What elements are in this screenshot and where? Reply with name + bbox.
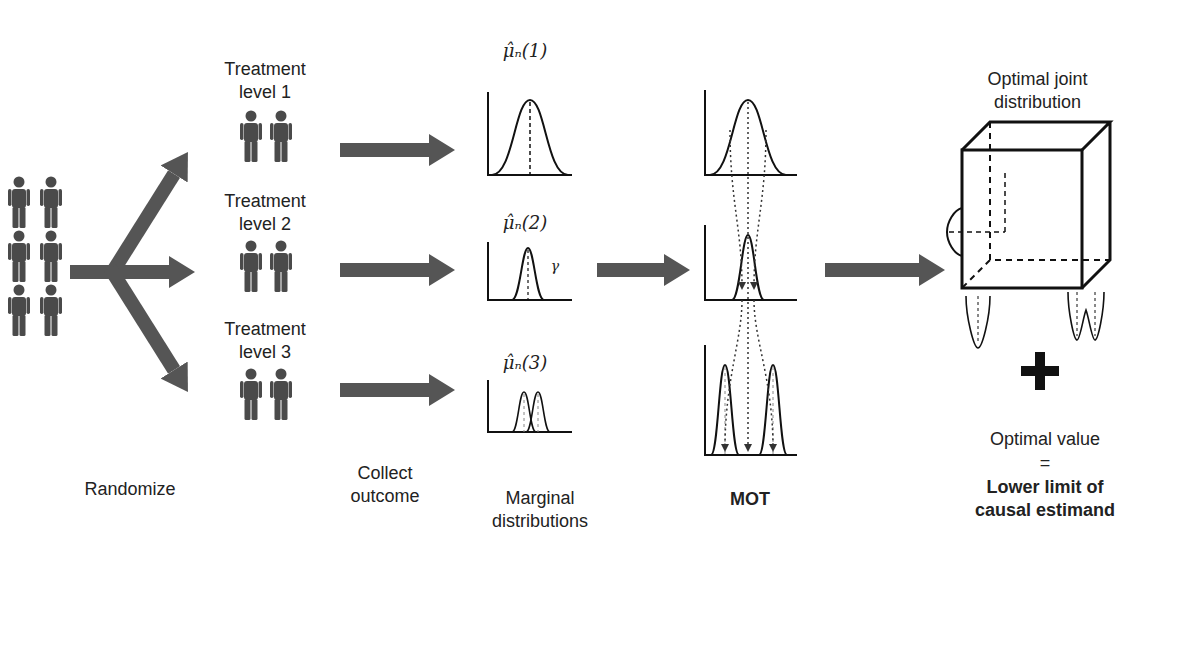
density-curve (1068, 292, 1104, 340)
mot-column: MOT (700, 85, 800, 510)
mean-line (538, 394, 539, 432)
symbol-label: γ (547, 258, 563, 276)
density-curve (526, 392, 550, 432)
node-text: μ̂ₙ(3) (503, 352, 548, 375)
transport-path (725, 300, 742, 448)
transport-path (747, 102, 749, 448)
marginal-plots (488, 92, 572, 432)
node-text: MOT (730, 488, 770, 511)
transport-path (730, 130, 742, 286)
person-icon (40, 177, 62, 229)
cube-edge (962, 122, 1110, 288)
marginal-plot: μ̂ₙ(3) (470, 352, 580, 437)
person-icon (270, 369, 292, 421)
mean-line (773, 367, 774, 455)
mean-line (529, 102, 531, 175)
person-icon (270, 111, 292, 163)
step-label: Marginal distributions (480, 487, 600, 532)
flow-arrow (597, 263, 664, 277)
person-icon (240, 369, 262, 421)
branch-arrow (110, 174, 174, 276)
plot-axes (488, 242, 572, 300)
mean-line (1004, 170, 1006, 232)
step-label: Collect outcome (335, 462, 435, 507)
plot-axes (705, 90, 797, 175)
plus-symbol (1021, 352, 1059, 390)
flow-arrow (340, 143, 429, 157)
transport-path (754, 300, 773, 448)
hidden-edge (962, 122, 1110, 288)
flow-arrow (825, 263, 919, 277)
treatment-people (240, 111, 292, 421)
result-label: Optimal value (960, 428, 1130, 451)
node-text: μ̂ₙ(1) (503, 40, 548, 63)
branch-arrow (110, 268, 174, 370)
node-text: Treatment level 1 (210, 58, 320, 103)
person-icon (240, 241, 262, 293)
person-icon (240, 111, 262, 163)
density-curve (492, 100, 568, 175)
treatment-group: Treatment level 2 (210, 190, 320, 298)
density-curve (711, 365, 739, 455)
result-label: = (1025, 452, 1065, 475)
density-curve (966, 296, 990, 348)
person-icon (8, 231, 30, 283)
cube-face (962, 150, 1082, 288)
mean-line (527, 250, 528, 300)
density-curve (759, 365, 787, 455)
branch-arrows (70, 174, 174, 370)
mean-line (949, 231, 1005, 233)
marginal-plot: μ̂ₙ(2) (470, 212, 580, 307)
density-curve (512, 248, 544, 300)
mean-line (1077, 292, 1078, 336)
treatment-group: Treatment level 1 (210, 58, 320, 168)
person-icon (40, 231, 62, 283)
marginal-plot: μ̂ₙ(1) (470, 40, 580, 180)
person-icon (8, 177, 30, 229)
node-text: μ̂ₙ(2) (503, 212, 548, 235)
flow-arrow (340, 383, 429, 397)
population-icons (8, 177, 62, 337)
plot-axes (488, 92, 572, 175)
mean-line (524, 394, 525, 432)
transport-paths (725, 102, 773, 448)
flow-arrow (340, 263, 429, 277)
node-text: Treatment level 2 (210, 190, 320, 235)
plot-axes (705, 225, 797, 300)
joint-distribution-node: Optimal joint distribution (945, 68, 1130, 353)
node-text: Treatment level 3 (210, 318, 320, 363)
mean-line (1095, 292, 1096, 336)
joint-distribution-cube (947, 122, 1110, 348)
person-icon (270, 241, 292, 293)
person-icon (40, 285, 62, 337)
node-text: Optimal joint distribution (945, 68, 1130, 113)
treatment-group: Treatment level 3 (210, 318, 320, 426)
step-label: Randomize (70, 478, 190, 501)
plot-axes (705, 345, 797, 455)
result-label: Lower limit of causal estimand (965, 476, 1125, 521)
transport-path (754, 130, 766, 286)
mot-plots (705, 90, 797, 455)
mean-line (725, 367, 726, 455)
person-icon (8, 285, 30, 337)
plot-axes (488, 380, 572, 432)
mean-line (978, 296, 979, 344)
